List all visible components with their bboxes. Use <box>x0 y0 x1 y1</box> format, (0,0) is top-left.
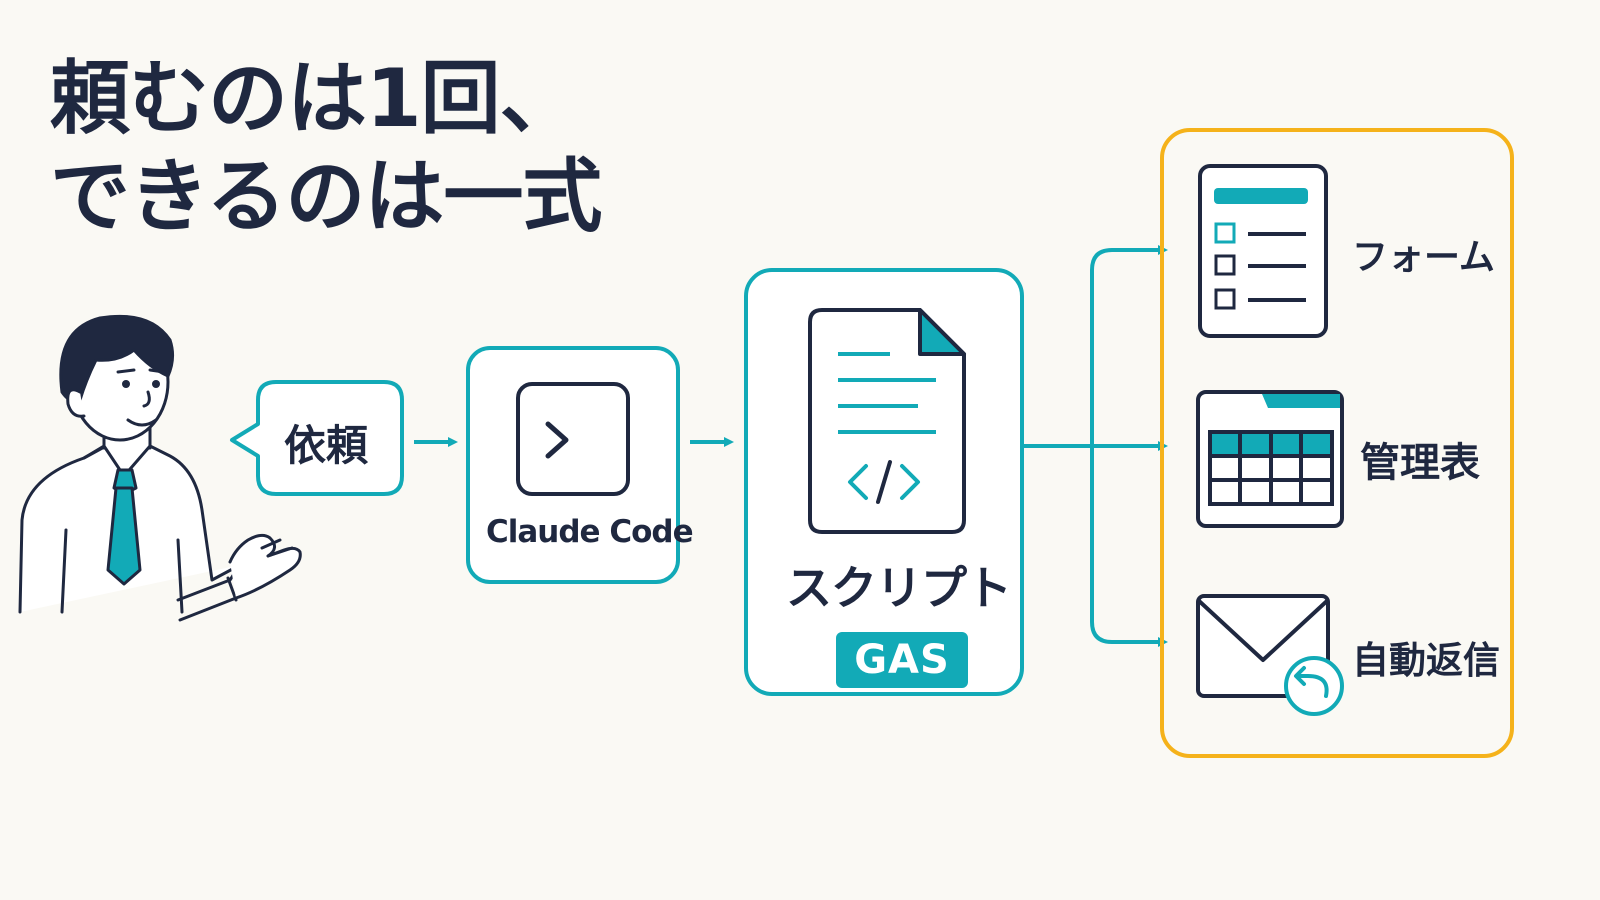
code-document-icon <box>808 308 966 534</box>
output-label-auto-reply: 自動返信 <box>1352 639 1500 682</box>
page-title: 頼むのは1回、 できるのは一式 <box>50 50 602 246</box>
script-box <box>744 268 1024 696</box>
claude-code-box <box>466 346 680 584</box>
request-speech-bubble <box>230 380 404 496</box>
claude-code-label: Claude Code <box>486 514 694 550</box>
title-line-2: できるのは一式 <box>50 150 602 243</box>
output-label-form: フォーム <box>1352 237 1495 278</box>
output-label-table: 管理表 <box>1360 440 1480 486</box>
gas-badge: GAS <box>836 632 968 688</box>
branch-arrows <box>1024 245 1168 647</box>
outputs-container <box>1160 128 1514 758</box>
request-label: 依頼 <box>284 421 369 470</box>
terminal-prompt-icon <box>516 382 630 496</box>
mail-reply-icon <box>1196 594 1344 716</box>
spreadsheet-table-icon <box>1196 390 1344 528</box>
person-illustration <box>18 314 302 622</box>
form-checklist-icon <box>1198 164 1328 338</box>
title-line-1: 頼むのは1回、 <box>50 52 580 145</box>
script-label: スクリプト <box>786 561 1012 615</box>
